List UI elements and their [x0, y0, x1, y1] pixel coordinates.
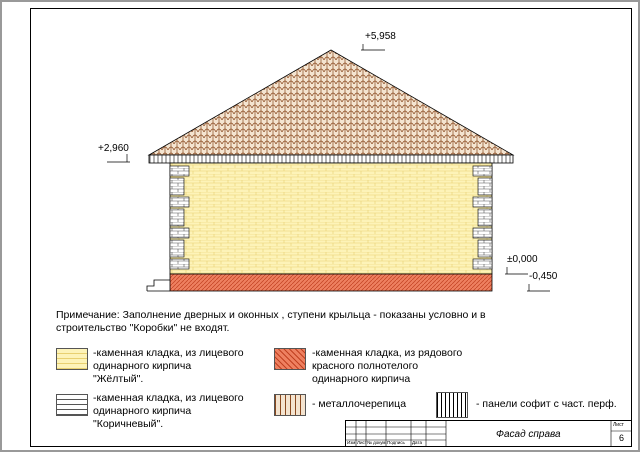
drawing-frame	[30, 8, 632, 447]
roof	[147, 49, 515, 156]
plinth-red-brick	[169, 273, 493, 292]
col-date: Дата	[412, 440, 422, 445]
wall-yellow-brick	[169, 162, 493, 275]
level-mark-floor: ±0,000	[507, 254, 538, 265]
level-mark-eave: +2,960	[98, 143, 129, 154]
legend-item-soffit-panel: - панели софит с част. перф.	[476, 398, 617, 410]
porch-steps	[146, 279, 170, 292]
sheet-label: Лист	[613, 422, 624, 428]
note: Примечание: Заполнение дверных и оконных…	[56, 309, 486, 334]
legend-swatch-yellow-brick	[56, 348, 88, 370]
col-izm: Изм	[347, 440, 356, 445]
col-doc: № докум.	[367, 440, 387, 445]
col-sign: Подпись	[387, 440, 405, 445]
legend-item-brown-brick: -каменная кладка, из лицевого одинарного…	[93, 392, 244, 430]
col-list: Лист	[357, 440, 367, 445]
corner-quoins	[169, 165, 493, 270]
title-block: Изм Лист № докум. Подпись Дата Фасад спр…	[345, 420, 631, 446]
level-mark-ridge: +5,958	[365, 31, 396, 42]
legend-swatch-brown-brick	[56, 394, 88, 416]
level-mark-ground: -0,450	[529, 271, 558, 282]
sheet-title: Фасад справа	[496, 429, 561, 440]
sheet-number: 6	[619, 433, 625, 443]
legend-swatch-metal-tile	[274, 394, 306, 416]
soffit-fascia	[148, 154, 514, 164]
legend-swatch-red-brick	[274, 348, 306, 370]
legend-swatch-soffit-panel	[436, 392, 468, 418]
legend-item-yellow-brick: -каменная кладка, из лицевого одинарного…	[93, 347, 244, 385]
legend-item-metal-tile: - металлочерепица	[312, 398, 407, 410]
